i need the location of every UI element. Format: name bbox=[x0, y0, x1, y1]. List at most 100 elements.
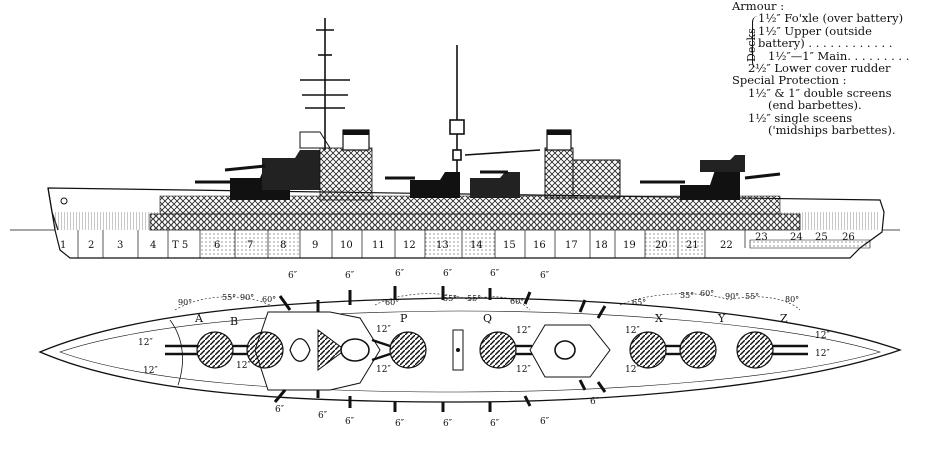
arc-label: 60° bbox=[700, 289, 714, 298]
compartment-label: 7 bbox=[247, 240, 253, 251]
gun-calibre-label: 12″ bbox=[376, 365, 391, 375]
legend-line: 1½″ & 1″ double screens bbox=[748, 85, 892, 100]
arc-label: 65° bbox=[632, 298, 646, 307]
turret-label: Q bbox=[483, 312, 492, 325]
legend-line: ('midships barbettes). bbox=[768, 123, 896, 138]
arc-label: 55° bbox=[467, 294, 481, 303]
legend-line: 1½″ Fo'xle (over battery) bbox=[758, 11, 904, 26]
compartment-numbers: 1 2 3 4 T 5 6 7 8 9 10 11 12 13 14 15 16… bbox=[60, 232, 855, 251]
compartment-label: 16 bbox=[533, 240, 546, 251]
arc-label: 55° bbox=[680, 291, 694, 300]
turret-a-plan bbox=[196, 331, 234, 369]
firing-arcs bbox=[174, 293, 801, 311]
turret-p-side bbox=[410, 172, 460, 198]
gun-calibre-label: 12″ bbox=[815, 331, 830, 341]
turret-label: Y bbox=[717, 312, 726, 325]
plan-labels: A B P Q X Y Z 90° 55° 90° 60° 60° 55° 55… bbox=[138, 269, 830, 429]
gun-calibre-label: 6″ bbox=[443, 419, 453, 429]
arc-label: 55° bbox=[222, 293, 236, 302]
turret-x-plan bbox=[629, 331, 667, 369]
compartment-label: 12 bbox=[403, 240, 416, 251]
legend-line: battery) . . . . . . . . . . . . bbox=[758, 36, 893, 51]
gun-calibre-label: 12″ bbox=[625, 326, 640, 336]
armour-legend: Armour : 1½″ Fo'xle (over battery) 1½″ U… bbox=[730, 0, 935, 136]
compartment-label: 8 bbox=[280, 240, 286, 251]
turret-q-plan bbox=[479, 331, 517, 369]
turret-b-plan bbox=[246, 331, 284, 369]
turret-p-plan bbox=[389, 331, 427, 369]
compartment-label: 22 bbox=[720, 240, 733, 251]
gun-calibre-label: 6″ bbox=[345, 271, 355, 281]
compartment-label: 4 bbox=[150, 240, 156, 251]
turret-label: X bbox=[655, 312, 663, 325]
arc-label: 90° bbox=[240, 293, 254, 302]
secondary-guns bbox=[273, 286, 607, 412]
gun-calibre-label: 12″ bbox=[625, 365, 640, 375]
gun-calibre-label: 12″ bbox=[236, 361, 251, 371]
compartment-label: 1 bbox=[60, 240, 66, 251]
arc-label: 90° bbox=[178, 298, 192, 307]
legend-rudder: 2½″ Lower cover rudder bbox=[748, 61, 891, 76]
compartment-label: 11 bbox=[372, 240, 385, 251]
gun-calibre-label: 6″ bbox=[490, 419, 500, 429]
plan-view bbox=[38, 286, 902, 412]
turret-label: Z bbox=[780, 312, 788, 325]
compartment-label: 15 bbox=[503, 240, 516, 251]
gun-calibre-label: 6″ bbox=[345, 417, 355, 427]
gun-calibre-label: 6″ bbox=[540, 417, 550, 427]
gun-calibre-label: 6″ bbox=[443, 269, 453, 279]
compartment-label: 13 bbox=[436, 240, 449, 251]
arc-label: 60° bbox=[262, 295, 276, 304]
compartment-label: 10 bbox=[340, 240, 353, 251]
compartment-label: 17 bbox=[565, 240, 578, 251]
turret-label: P bbox=[400, 312, 408, 325]
turret-z-plan bbox=[736, 331, 774, 369]
compartment-label: 23 bbox=[755, 232, 768, 243]
turret-label: B bbox=[230, 315, 238, 328]
turret-y-plan bbox=[679, 331, 717, 369]
gun-calibre-label: 6″ bbox=[318, 411, 328, 421]
gun-calibre-label: 6″ bbox=[395, 269, 405, 279]
legend-special-heading: Special Protection : bbox=[732, 73, 847, 88]
gun-calibre-label: 12″ bbox=[143, 366, 158, 376]
gun-calibre-label: 12″ bbox=[516, 365, 531, 375]
compartment-label: 3 bbox=[117, 240, 123, 251]
gun-calibre-label: 12″ bbox=[376, 325, 391, 335]
compartment-label: 6 bbox=[214, 240, 220, 251]
gun-calibre-label: 6″ bbox=[590, 397, 600, 407]
gun-calibre-label: 12″ bbox=[815, 349, 830, 359]
compartment-label: 25 bbox=[815, 232, 828, 243]
turret-label: A bbox=[194, 312, 204, 325]
gun-calibre-label: 12″ bbox=[138, 338, 153, 348]
arc-label: 55° bbox=[745, 292, 759, 301]
compartment-label: 9 bbox=[312, 240, 318, 251]
turret-q-side bbox=[470, 172, 520, 198]
compartment-label: 21 bbox=[686, 240, 699, 251]
side-elevation: 1 2 3 4 T 5 6 7 8 9 10 11 12 13 14 15 16… bbox=[10, 18, 900, 259]
decks-brace bbox=[752, 16, 759, 68]
armour-belt bbox=[149, 213, 801, 231]
compartment-label: T 5 bbox=[172, 240, 188, 251]
legend-armour-heading: Armour : bbox=[732, 0, 785, 13]
legend-line: 1½″—1″ Main. . . . . . . . . bbox=[768, 48, 910, 63]
plan-turrets bbox=[196, 331, 774, 369]
arc-label: 80° bbox=[785, 295, 799, 304]
compartment-label: 14 bbox=[470, 240, 483, 251]
arc-label: 60° bbox=[385, 298, 399, 307]
arc-label: 90° bbox=[725, 292, 739, 301]
turret-x-side bbox=[680, 170, 740, 200]
compartment-label: 26 bbox=[842, 232, 855, 243]
side-guns bbox=[195, 164, 781, 184]
arc-label: 60° bbox=[510, 297, 524, 306]
legend-line: 1½″ Upper (outside bbox=[758, 23, 872, 38]
gun-calibre-label: 12″ bbox=[516, 326, 531, 336]
gun-calibre-label: 6″ bbox=[288, 271, 298, 281]
legend-line: 1½″ single sceens bbox=[748, 110, 853, 125]
compartment-label: 2 bbox=[88, 240, 94, 251]
gun-calibre-label: 6″ bbox=[490, 269, 500, 279]
gun-calibre-label: 6″ bbox=[395, 419, 405, 429]
gun-calibre-label: 6″ bbox=[275, 405, 285, 415]
gun-calibre-label: 6″ bbox=[540, 271, 550, 281]
